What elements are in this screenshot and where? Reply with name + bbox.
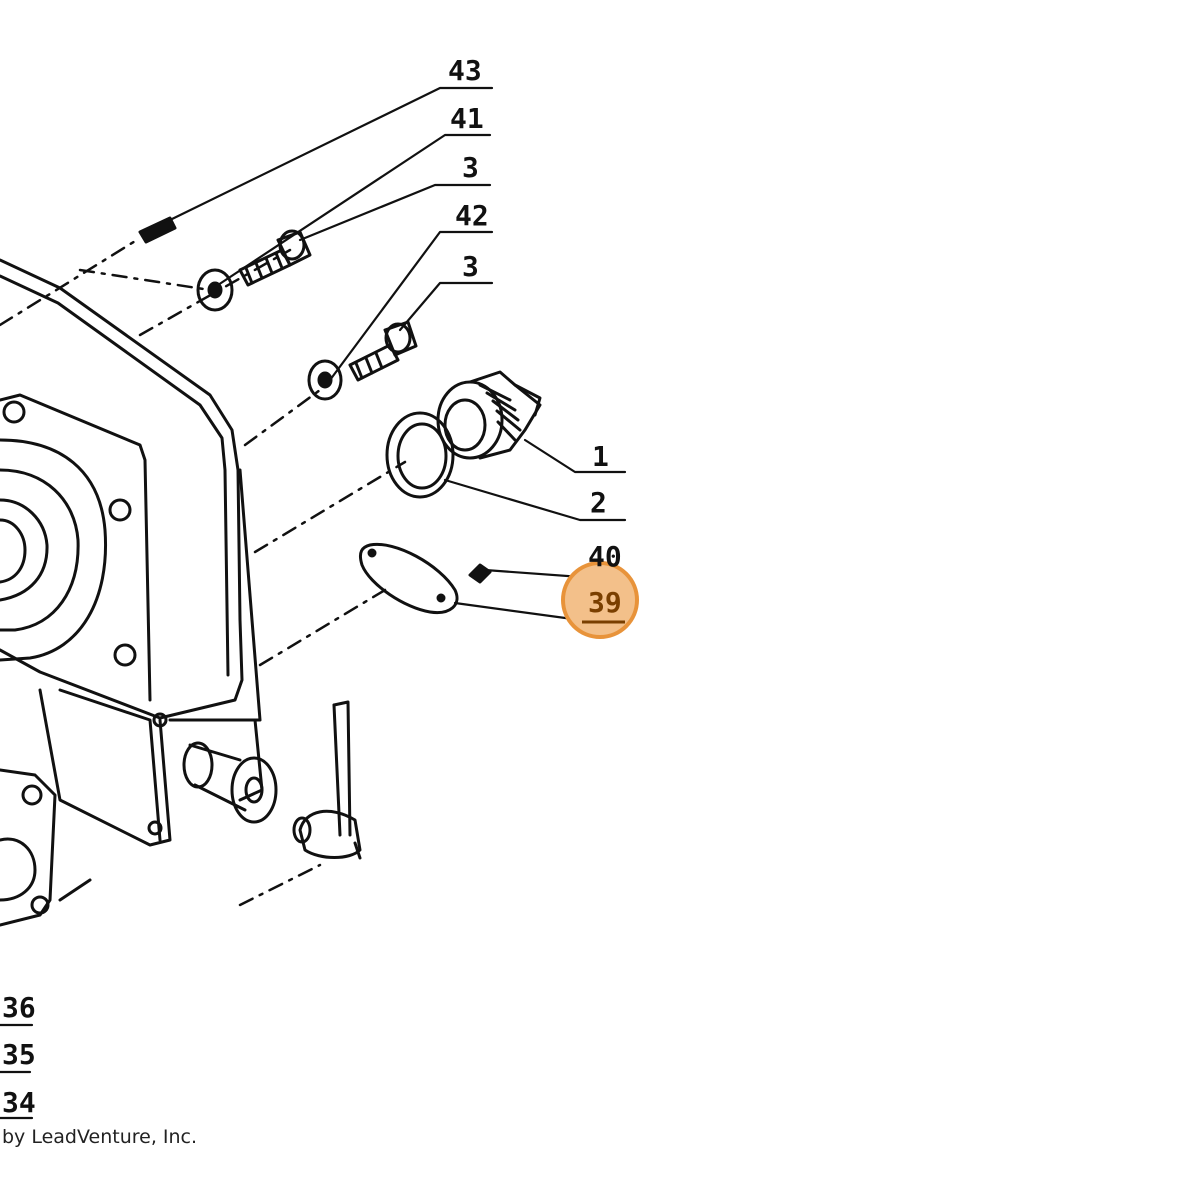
callout-39: 39 [588,586,622,619]
part-3-bolt-lower [348,320,418,382]
part-43-pin [138,216,177,244]
callout-3-upper: 3 [462,151,479,184]
callout-35: 35 [2,1038,36,1071]
callout-numbers: 43 41 3 42 3 1 2 40 39 36 35 34 [2,54,622,1119]
part-3-bolt-upper [238,229,312,287]
callout-34: 34 [2,1086,36,1119]
highlight-circle-39 [561,561,639,639]
callout-40: 40 [588,540,622,573]
assembly-center-lines [0,236,407,907]
part-39-cover-gasket [358,542,459,615]
callout-36: 36 [2,991,36,1024]
callout-42: 42 [455,199,489,232]
copyright-notice: by LeadVenture, Inc. [2,1126,198,1148]
callout-2: 2 [590,486,607,519]
part-42-washer [307,359,343,401]
callout-41: 41 [450,102,484,135]
callout-1: 1 [592,440,609,473]
callout-43: 43 [448,54,482,87]
part-41-washer [196,268,234,312]
part-40-pin [468,563,492,584]
bushing-part [182,741,278,824]
gearbox-housing [0,258,264,927]
shaft-fitting [292,700,362,860]
callout-3-lower: 3 [462,250,479,283]
part-2-gasket-ring [385,411,455,499]
